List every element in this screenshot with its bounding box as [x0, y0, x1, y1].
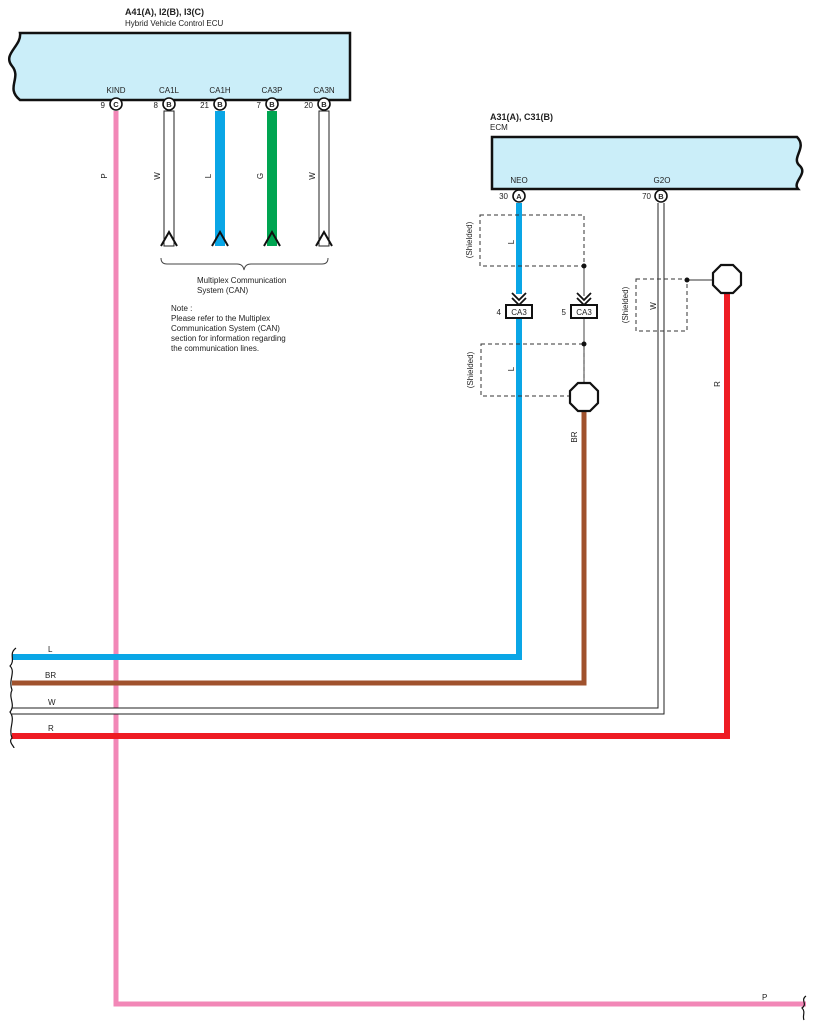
wire-br[interactable]: [12, 408, 587, 686]
bottom-label-br: BR: [45, 671, 56, 680]
wire-label-p-out: P: [762, 993, 767, 1002]
pin-circle-ca1l[interactable]: B: [162, 97, 176, 111]
pin-number-kind: 9: [101, 101, 106, 110]
bottom-label-w: W: [48, 698, 56, 707]
svg-text:B: B: [217, 100, 223, 109]
pin-label-ca1l: CA1L: [159, 86, 180, 95]
shield-box-g2o: [635, 278, 688, 332]
svg-text:Please refer to the Multiplex: Please refer to the Multiplex: [171, 314, 270, 323]
pin-circle-kind[interactable]: C: [109, 97, 123, 111]
svg-text:C: C: [113, 100, 119, 109]
pin-number-ca3n: 20: [304, 101, 313, 110]
ecm-box: [490, 135, 804, 191]
pin-number-ca1h: 21: [200, 101, 209, 110]
wire-label-ca1h: L: [204, 173, 213, 178]
wire-w-g2o[interactable]: [12, 203, 665, 715]
ecm-title: A31(A), C31(B): [490, 112, 553, 122]
pin-label-neo: NEO: [510, 176, 527, 185]
pin-circle-ca3p[interactable]: B: [265, 97, 279, 111]
wire-label-kind: P: [100, 173, 109, 178]
svg-text:Note :: Note :: [171, 304, 192, 313]
hv-ecu-subtitle: Hybrid Vehicle Control ECU: [125, 19, 223, 28]
ground-octagon-br[interactable]: [568, 381, 600, 413]
ca3-name-4: CA3: [511, 308, 527, 317]
p-wire-brace: [801, 995, 807, 1021]
pin-label-kind: KIND: [106, 86, 125, 95]
shield-junction-lower: [581, 341, 587, 347]
svg-text:A: A: [516, 192, 522, 201]
wire-r[interactable]: [12, 293, 730, 739]
svg-text:B: B: [269, 100, 275, 109]
ca3-pin-4: 4: [497, 308, 502, 317]
wire-label-w-g2o: W: [649, 302, 658, 310]
wire-label-br: BR: [570, 431, 579, 442]
shield-box-lower: [480, 343, 585, 397]
pin-number-ca1l: 8: [154, 101, 159, 110]
ca3-connector-pin4[interactable]: CA3 4: [497, 292, 533, 319]
ca3-name-5: CA3: [576, 308, 592, 317]
wire-label-l-lower: L: [507, 366, 516, 371]
pin-circle-neo[interactable]: A: [512, 189, 526, 203]
hv-ecu-title: A41(A), I2(B), I3(C): [125, 7, 204, 17]
bottom-label-r: R: [48, 724, 54, 733]
wire-ca1l[interactable]: [160, 110, 178, 247]
svg-text:the communication lines.: the communication lines.: [171, 344, 259, 353]
svg-text:B: B: [321, 100, 327, 109]
wire-ca3n[interactable]: [315, 110, 333, 247]
pin-circle-ca1h[interactable]: B: [213, 97, 227, 111]
bottom-wire-brace: [9, 647, 17, 749]
ecm-block[interactable]: A31(A), C31(B) ECM NEO G2O 30 70: [490, 112, 804, 201]
pin-label-ca3n: CA3N: [313, 86, 335, 95]
wire-label-l-upper: L: [507, 239, 516, 244]
shielded-label-upper: (Shielded): [465, 221, 474, 258]
bottom-label-l: L: [48, 645, 53, 654]
pin-circle-ca3n[interactable]: B: [317, 97, 331, 111]
svg-text:B: B: [658, 192, 664, 201]
note-block: Note : Please refer to the Multiplex Com…: [171, 304, 286, 353]
pin-label-g2o: G2O: [654, 176, 671, 185]
wire-ca1h[interactable]: [211, 111, 229, 247]
svg-text:section for information regard: section for information regarding: [171, 334, 286, 343]
ca3-connector-pin5[interactable]: CA3 5: [562, 292, 598, 319]
pin-number-neo: 30: [499, 192, 508, 201]
wire-label-ca3p: G: [256, 173, 265, 179]
ground-octagon-r[interactable]: [711, 263, 743, 295]
can-brace: [160, 257, 329, 271]
wire-ca3p[interactable]: [263, 111, 281, 247]
shielded-label-g2o: (Shielded): [621, 286, 630, 323]
hv-ecu-block[interactable]: A41(A), I2(B), I3(C) Hybrid Vehicle Cont…: [8, 7, 352, 110]
can-label-line1: Multiplex Communication: [197, 276, 286, 285]
ca3-pin-5: 5: [562, 308, 567, 317]
svg-text:Communication System (CAN): Communication System (CAN): [171, 324, 280, 333]
pin-number-g2o: 70: [642, 192, 651, 201]
wire-l-run[interactable]: [12, 318, 522, 660]
pin-label-ca1h: CA1H: [209, 86, 231, 95]
wire-label-r: R: [713, 381, 722, 387]
shield-junction-g2o: [684, 277, 690, 283]
ecm-subtitle: ECM: [490, 123, 508, 132]
wire-label-ca1l: W: [153, 172, 162, 180]
wire-p[interactable]: [113, 111, 806, 1007]
can-label-line2: System (CAN): [197, 286, 248, 295]
shield-box-upper: [479, 214, 585, 267]
pin-circle-g2o[interactable]: B: [654, 189, 668, 203]
svg-text:B: B: [166, 100, 172, 109]
pin-number-ca3p: 7: [257, 101, 262, 110]
pin-label-ca3p: CA3P: [262, 86, 283, 95]
shield-junction-upper: [581, 263, 587, 269]
shielded-label-lower: (Shielded): [466, 351, 475, 388]
hv-ecu-box: [8, 31, 352, 102]
wire-label-ca3n: W: [308, 172, 317, 180]
